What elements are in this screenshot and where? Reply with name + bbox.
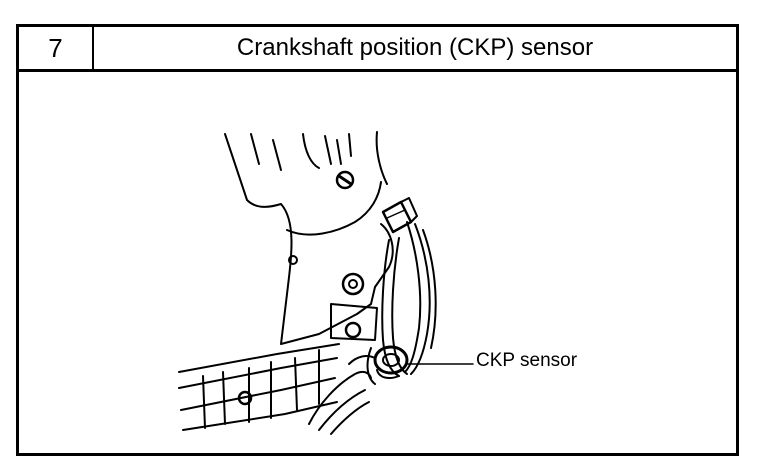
procedure-frame: 7 Crankshaft position (CKP) sensor <box>16 24 739 456</box>
sensor-harness <box>422 229 437 349</box>
crankcase-rib <box>294 357 298 411</box>
harness-connector <box>381 200 413 234</box>
hand-thumb <box>348 355 376 365</box>
ckp-sensor-face <box>382 353 400 367</box>
engine-block-flange <box>374 223 394 288</box>
sensor-harness <box>381 239 400 377</box>
rib-line <box>302 133 320 169</box>
procedure-header: 7 Crankshaft position (CKP) sensor <box>19 27 736 72</box>
sensor-harness <box>404 221 422 373</box>
hand-outline <box>308 370 372 425</box>
crankcase-rib <box>222 371 226 425</box>
sensor-base <box>376 369 400 379</box>
bolt-icon <box>344 321 362 339</box>
rib-line <box>250 133 260 165</box>
connector-detail <box>386 209 406 219</box>
bolt-icon <box>237 390 253 406</box>
rib-line <box>336 139 342 165</box>
bolt-slot <box>337 174 353 186</box>
rib-line <box>272 139 282 171</box>
ckp-sensor-body <box>373 345 409 375</box>
mounting-plate <box>330 303 378 341</box>
sensor-harness <box>391 237 408 375</box>
hole-marker <box>288 255 298 265</box>
bolt-icon <box>335 170 355 190</box>
engine-block-edge <box>286 181 382 236</box>
hand-finger <box>330 401 370 435</box>
rib-line <box>348 133 352 157</box>
bolt-icon <box>341 272 365 296</box>
bolt-center <box>348 279 358 289</box>
engine-line-drawing <box>178 131 474 435</box>
step-number: 7 <box>19 27 94 69</box>
engine-block-outline <box>224 133 376 345</box>
sensor-harness <box>410 223 431 375</box>
ckp-sensor-callout: CKP sensor <box>476 350 578 371</box>
crankcase-rib <box>202 375 206 429</box>
crankcase-edge <box>180 377 336 411</box>
rib-line <box>375 131 388 185</box>
harness-connector <box>400 197 418 223</box>
rib-line <box>324 135 332 165</box>
step-title: Crankshaft position (CKP) sensor <box>236 34 594 61</box>
hand-finger <box>318 389 366 431</box>
crankcase-edge <box>178 343 340 373</box>
sensor-bracket <box>366 347 376 385</box>
sensor-illustration: CKP sensor <box>19 72 736 453</box>
